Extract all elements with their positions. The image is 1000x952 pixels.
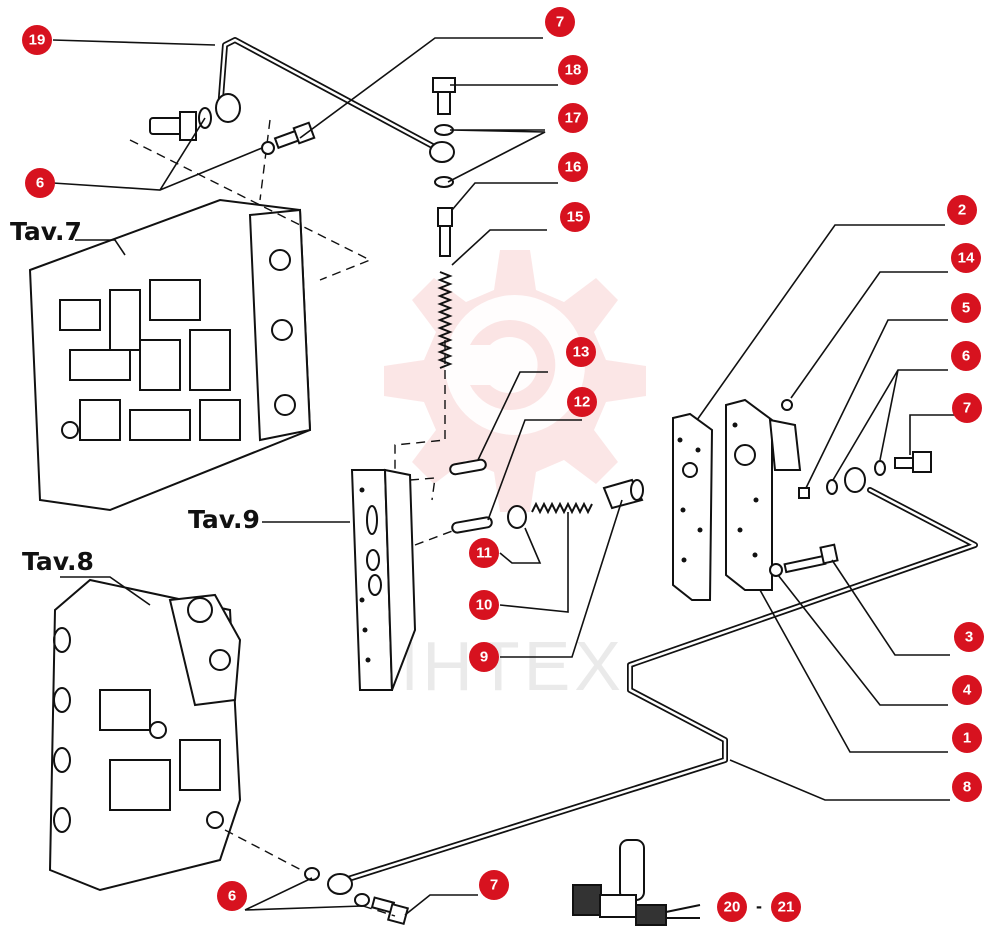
callout-13: 13 xyxy=(566,337,596,367)
bolt-7-upper xyxy=(261,121,316,155)
valve-block-1 xyxy=(725,398,802,591)
svg-text:13: 13 xyxy=(573,344,590,361)
valve-body-tav8 xyxy=(48,578,242,892)
svg-text:6: 6 xyxy=(228,888,236,905)
washer-6-bottom-a xyxy=(304,867,320,881)
callout-8: 8 xyxy=(952,772,982,802)
leader-tav7 xyxy=(75,239,126,256)
svg-text:7: 7 xyxy=(963,400,971,417)
valve-body-tav7 xyxy=(28,198,312,512)
bolt-18 xyxy=(432,77,456,115)
callout-11: 11 xyxy=(469,538,499,568)
guide-line-tav7-b xyxy=(259,119,271,201)
svg-text:21: 21 xyxy=(778,899,795,916)
washer-6-right-b xyxy=(874,460,886,476)
svg-text:9: 9 xyxy=(480,649,488,666)
svg-text:15: 15 xyxy=(567,209,584,226)
callout-3: 3 xyxy=(954,622,984,652)
svg-text:3: 3 xyxy=(965,629,973,646)
plug-5 xyxy=(798,487,810,499)
callout-4: 4 xyxy=(952,675,982,705)
bolt-3 xyxy=(783,543,839,574)
callout-17: 17 xyxy=(558,103,588,133)
ref-label-tav9: Tav.9 xyxy=(188,505,260,534)
callout-10: 10 xyxy=(469,590,499,620)
svg-text:4: 4 xyxy=(963,682,972,699)
callout-range-separator: - xyxy=(756,896,762,916)
spring-15 xyxy=(437,271,453,369)
leader-tav8 xyxy=(60,576,151,606)
callout-15: 15 xyxy=(560,202,590,232)
callout-9: 9 xyxy=(469,642,499,672)
guide-line-pins xyxy=(414,529,456,546)
valve-16 xyxy=(437,207,453,257)
washer-11 xyxy=(507,505,527,529)
callout-6-bottom: 6 xyxy=(217,881,247,911)
svg-text:10: 10 xyxy=(476,597,493,614)
pipe-8 xyxy=(327,487,978,895)
callout-5: 5 xyxy=(951,293,981,323)
callout-19: 19 xyxy=(22,25,52,55)
svg-text:18: 18 xyxy=(565,62,582,79)
guide-line-column xyxy=(394,340,446,495)
guide-line-tav7 xyxy=(129,139,372,281)
washer-17-b xyxy=(434,176,454,188)
callout-7-bottom: 7 xyxy=(479,870,509,900)
callout-12: 12 xyxy=(567,387,597,417)
svg-text:16: 16 xyxy=(565,159,582,176)
ball-14 xyxy=(781,399,793,411)
ref-label-tav7: Tav.7 xyxy=(10,217,82,246)
banjo-right xyxy=(844,467,866,493)
svg-text:6: 6 xyxy=(962,348,970,365)
svg-text:5: 5 xyxy=(962,300,970,317)
svg-text:12: 12 xyxy=(574,394,591,411)
svg-text:17: 17 xyxy=(565,110,582,127)
guide-line-tav8 xyxy=(224,829,306,873)
svg-text:11: 11 xyxy=(476,545,492,562)
callout-1: 1 xyxy=(952,723,982,753)
pin-13 xyxy=(449,458,487,476)
callout-16: 16 xyxy=(558,152,588,182)
svg-text:7: 7 xyxy=(490,877,498,894)
callout-20: 20 xyxy=(717,892,747,922)
ring-4 xyxy=(769,563,783,577)
callout-2: 2 xyxy=(947,195,977,225)
pipe-19 xyxy=(215,37,455,163)
plate-tav9 xyxy=(350,468,417,691)
pin-12 xyxy=(451,516,493,534)
svg-text:2: 2 xyxy=(958,202,966,219)
callout-21: 21 xyxy=(771,892,801,922)
bolt-7-bottom xyxy=(370,896,410,926)
callout-7-right: 7 xyxy=(952,393,982,423)
callout-18: 18 xyxy=(558,55,588,85)
washer-6-bottom-b xyxy=(354,893,370,907)
bolt-7-right xyxy=(894,451,932,473)
guide-line-bottom xyxy=(362,905,396,917)
leader-lines xyxy=(52,37,955,916)
ref-label-tav8: Tav.8 xyxy=(22,547,94,576)
sensor-20-21 xyxy=(572,839,701,926)
svg-text:1: 1 xyxy=(963,730,971,747)
bushing-9 xyxy=(602,478,644,510)
svg-text:19: 19 xyxy=(29,32,46,49)
spring-10 xyxy=(531,501,593,515)
svg-text:14: 14 xyxy=(958,250,975,267)
svg-text:7: 7 xyxy=(556,14,564,31)
callout-7-top: 7 xyxy=(545,7,575,37)
callout-6-right: 6 xyxy=(951,341,981,371)
callout-14: 14 xyxy=(951,243,981,273)
plate-2 xyxy=(672,412,714,601)
svg-text:8: 8 xyxy=(963,779,971,796)
svg-text:20: 20 xyxy=(724,899,741,916)
svg-text:6: 6 xyxy=(36,175,44,192)
guide-line-column-b xyxy=(409,477,436,501)
washer-6-right-a xyxy=(826,479,838,495)
callout-6-top: 6 xyxy=(25,168,55,198)
